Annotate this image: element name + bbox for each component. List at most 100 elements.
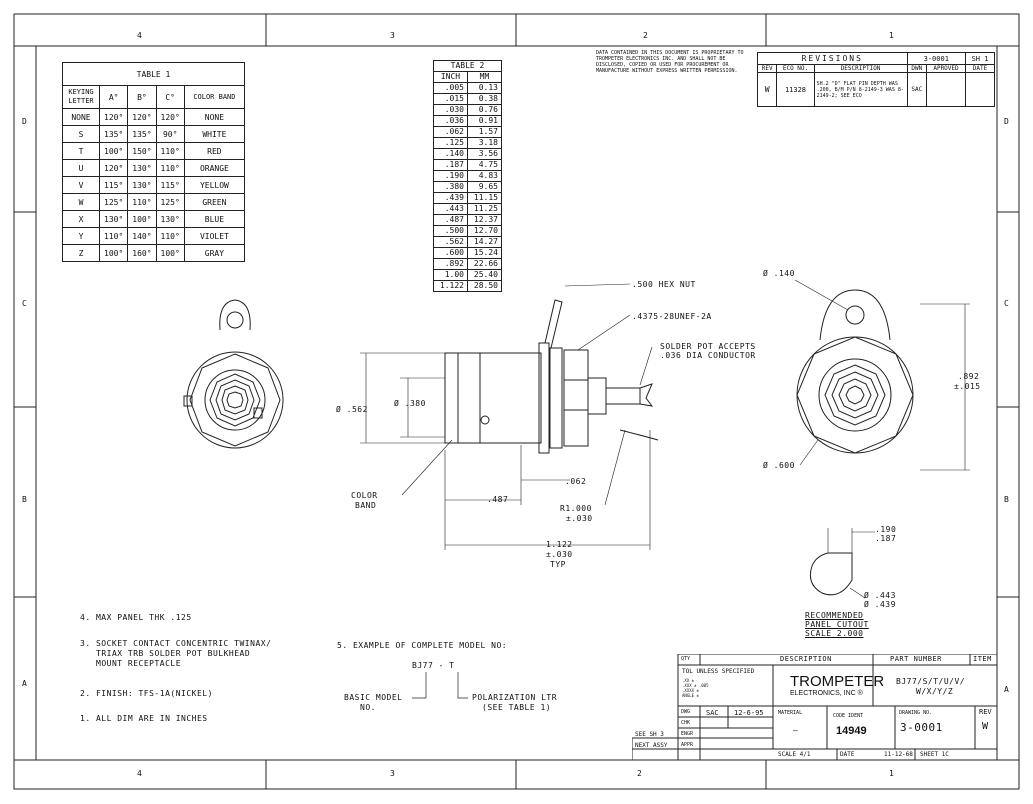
table-1-cell: 110° bbox=[155, 142, 185, 160]
table-1-cell: S bbox=[62, 125, 100, 143]
table-1-cell: U bbox=[62, 159, 100, 177]
tb-sheet: SHEET 1C bbox=[920, 751, 949, 758]
tb-qty: QTY bbox=[681, 656, 691, 662]
table-2-cell: 11.15 bbox=[467, 192, 502, 204]
table-1-cell: 150° bbox=[127, 142, 157, 160]
tb-engr: ENGR bbox=[681, 731, 694, 737]
label-1122: 1.122 bbox=[546, 540, 573, 549]
label-dia-380: Ø .380 bbox=[394, 399, 426, 408]
table-2-cell: 12.70 bbox=[467, 225, 502, 237]
table-1-cell: 110° bbox=[127, 193, 157, 211]
zone-bottom-4: 4 bbox=[137, 769, 143, 778]
table-2-cell: 3.18 bbox=[467, 137, 502, 149]
example-basic-no: NO. bbox=[360, 703, 376, 712]
table-1-cell: 120° bbox=[155, 108, 185, 126]
table-1-cell: 115° bbox=[98, 176, 129, 194]
table-1-title: TABLE 1 bbox=[62, 62, 245, 86]
zone-bottom-2: 2 bbox=[637, 769, 643, 778]
table-1-header: B° bbox=[127, 85, 157, 109]
zone-right-D: D bbox=[1004, 117, 1010, 126]
table-2-cell: 15.24 bbox=[467, 247, 502, 259]
table-2-cell: .030 bbox=[433, 104, 468, 116]
tb-chk: CHK bbox=[681, 720, 691, 726]
table-1-cell: 130° bbox=[127, 176, 157, 194]
label-062: .062 bbox=[565, 477, 587, 486]
table-2-title: TABLE 2 bbox=[433, 60, 502, 72]
tb-appr: APPR bbox=[681, 742, 694, 748]
rev-date bbox=[965, 72, 995, 107]
rev-drawn: SAC bbox=[906, 72, 928, 107]
table-2-cell: .500 bbox=[433, 225, 468, 237]
table-2-cell: .190 bbox=[433, 170, 468, 182]
label-thread: .4375-28UNEF-2A bbox=[632, 312, 712, 321]
table-1-cell: GREEN bbox=[183, 193, 246, 211]
table-1-cell: 120° bbox=[127, 108, 157, 126]
label-1122-tol: ±.030 bbox=[546, 550, 573, 559]
label-r1000-tol: ±.030 bbox=[566, 514, 593, 523]
rev-header: DESCRIPTION bbox=[813, 64, 908, 73]
note-3: 3. SOCKET CONTACT CONCENTRIC TWINAX/ bbox=[80, 639, 272, 648]
panel-cutout-drawing bbox=[809, 528, 875, 599]
table-2-cell: 28.50 bbox=[467, 280, 502, 292]
tb-tol-line: .XX ± bbox=[682, 678, 695, 683]
table-1-cell: 130° bbox=[98, 210, 129, 228]
zone-top-3: 3 bbox=[390, 31, 396, 40]
tb-material: MATERIAL bbox=[778, 710, 803, 716]
table-2-cell: 1.122 bbox=[433, 280, 468, 292]
table-1-cell: T bbox=[62, 142, 100, 160]
zone-right-B: B bbox=[1004, 495, 1010, 504]
table-2-cell: .062 bbox=[433, 126, 468, 138]
tb-next-assy: NEXT ASSY bbox=[635, 742, 668, 749]
table-1-cell: 130° bbox=[127, 159, 157, 177]
table-2-cell: 3.56 bbox=[467, 148, 502, 160]
rev-header: APROVED bbox=[926, 64, 966, 73]
table-1-cell: GRAY bbox=[183, 244, 246, 262]
rev-header: DWN bbox=[906, 64, 928, 73]
table-1-header: COLOR BAND bbox=[183, 85, 246, 109]
revisions-title: REVISIONS bbox=[757, 52, 908, 65]
table-1-cell: 120° bbox=[98, 159, 129, 177]
table-1-cell: 130° bbox=[155, 210, 185, 228]
revisions-sheet: SH 1 bbox=[965, 52, 995, 65]
note-3-line3: MOUNT RECEPTACLE bbox=[96, 659, 182, 668]
label-scale: SCALE 2.000 bbox=[805, 629, 864, 638]
table-1-cell: 100° bbox=[155, 244, 185, 262]
rev-header: DATE bbox=[965, 64, 995, 73]
zone-top-1: 1 bbox=[889, 31, 895, 40]
table-2-cell: 0.91 bbox=[467, 115, 502, 127]
rev-eco: 11328 bbox=[776, 72, 815, 107]
table-1-cell: 160° bbox=[127, 244, 157, 262]
example-title: 5. EXAMPLE OF COMPLETE MODEL NO: bbox=[337, 641, 508, 650]
rev-header: REV bbox=[756, 64, 778, 73]
table-1-cell: 135° bbox=[98, 125, 129, 143]
proprietary-note: DATA CONTAINED IN THIS DOCUMENT IS PROPR… bbox=[596, 50, 744, 74]
label-recommended: RECOMMENDED bbox=[805, 611, 864, 620]
table-1-cell: ORANGE bbox=[183, 159, 246, 177]
table-1-cell: 135° bbox=[127, 125, 157, 143]
label-dia-562: Ø .562 bbox=[336, 405, 368, 414]
example-leaders bbox=[412, 672, 468, 699]
connector-front-view-right bbox=[794, 280, 970, 471]
rev-approved bbox=[926, 72, 966, 107]
table-2-cell: .600 bbox=[433, 247, 468, 259]
table-2-cell: 4.83 bbox=[467, 170, 502, 182]
table-1-cell: Y bbox=[62, 227, 100, 245]
zone-left-B: B bbox=[22, 495, 28, 504]
table-2-cell: .892 bbox=[433, 258, 468, 270]
table-2-cell: .439 bbox=[433, 192, 468, 204]
example-polarization: POLARIZATION LTR bbox=[472, 693, 558, 702]
